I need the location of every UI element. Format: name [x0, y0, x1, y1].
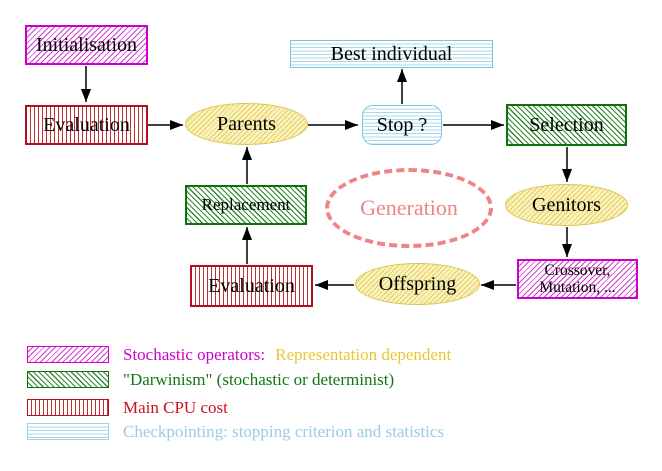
node-initialisation: Initialisation [25, 25, 148, 65]
node-evaluation-top: Evaluation [25, 105, 148, 145]
node-genitors: Genitors [505, 184, 628, 226]
node-replacement: Replacement [185, 185, 307, 225]
legend-label-stochastic-title: Stochastic operators: [123, 345, 266, 364]
node-best-individual: Best individual [290, 40, 493, 68]
legend-swatch-cpu-cost [27, 399, 109, 416]
node-crossover-mutation: Crossover, Mutation, ... [517, 259, 638, 299]
legend-label-representation: Representation dependent [275, 345, 452, 364]
crossover-line1: Crossover, [544, 262, 611, 279]
legend-label-stochastic: Stochastic operators: Representation depe… [123, 345, 451, 365]
node-evaluation-bottom: Evaluation [190, 265, 313, 307]
node-parents: Parents [185, 103, 308, 145]
legend-swatch-stochastic [27, 346, 109, 363]
node-selection: Selection [506, 104, 627, 146]
legend-swatch-checkpointing [27, 423, 109, 440]
legend-label-checkpointing: Checkpointing: stopping criterion and st… [123, 422, 445, 441]
node-offspring: Offspring [355, 263, 480, 305]
crossover-line2: Mutation, ... [539, 279, 616, 296]
node-generation: Generation [325, 168, 493, 248]
node-stop: Stop ? [362, 105, 442, 145]
legend-label-cpu-cost: Main CPU cost [123, 398, 228, 417]
legend-label-darwinism: "Darwinism" (stochastic or determinist) [123, 370, 395, 389]
legend-swatch-darwinism [27, 371, 109, 388]
